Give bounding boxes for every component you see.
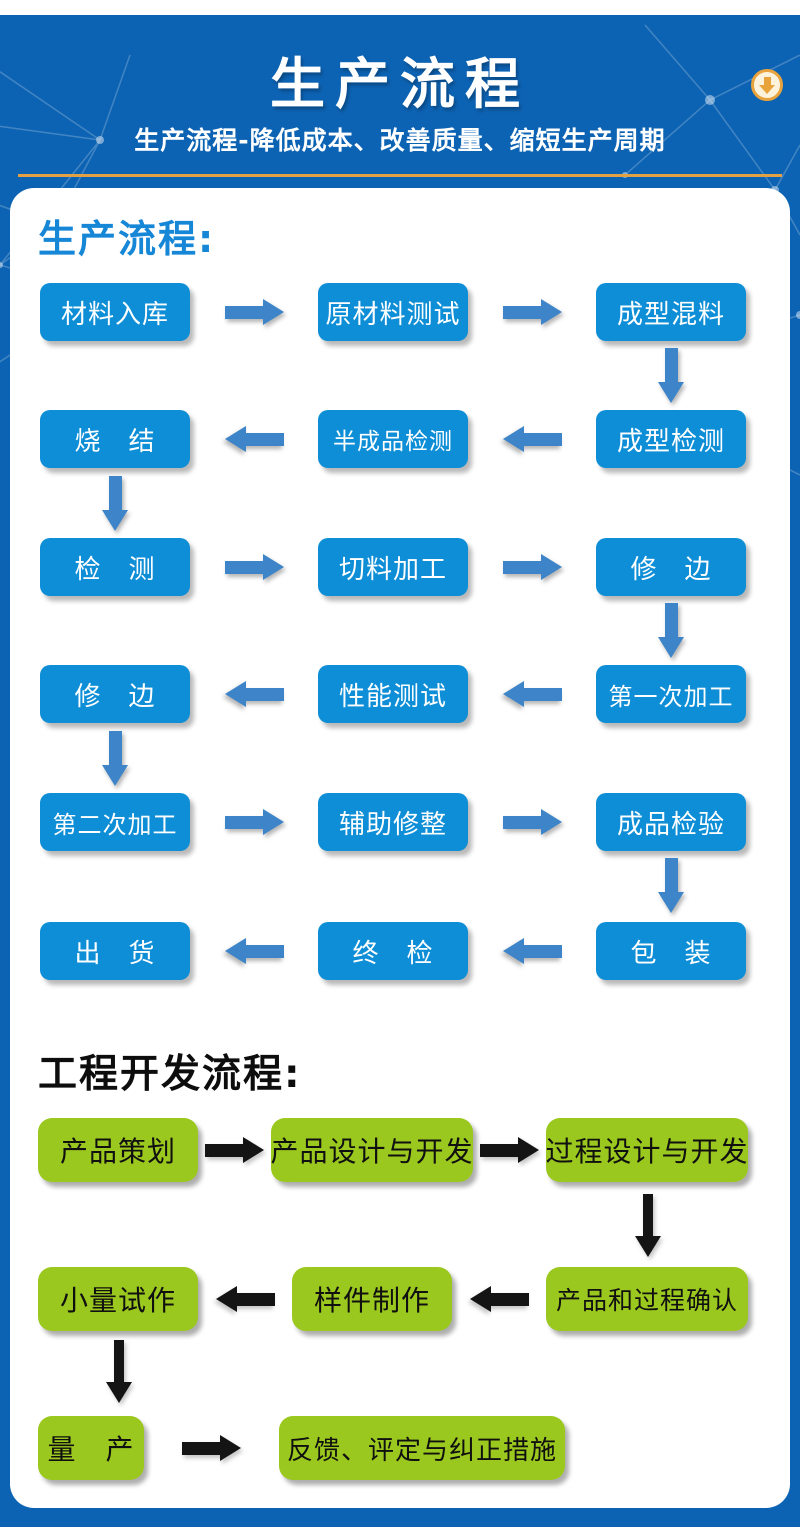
- production-row-4: 修 边 性能测试 第一次加工: [40, 665, 746, 723]
- scroll-down-button[interactable]: [751, 69, 783, 101]
- arrow-right-icon: [502, 299, 562, 325]
- arrow-right-icon: [502, 554, 562, 580]
- flow-step-mix: 成型混料: [596, 283, 746, 341]
- page-subtitle: 生产流程-降低成本、改善质量、缩短生产周期: [134, 126, 666, 155]
- engineering-row-1: 产品策划 产品设计与开发 过程设计与开发: [38, 1118, 748, 1182]
- eng-step-product-design: 产品设计与开发: [271, 1118, 473, 1182]
- production-row-2: 烧 结 半成品检测 成型检测: [40, 410, 746, 468]
- down-arrow-icon: [759, 76, 775, 94]
- production-row-1: 材料入库 原材料测试 成型混料: [40, 283, 746, 341]
- arrow-left-icon: [224, 681, 284, 707]
- flow-step-inspect: 检 测: [40, 538, 190, 596]
- arrow-right-icon: [224, 809, 284, 835]
- arrow-left-icon: [502, 681, 562, 707]
- flow-step-aux-trim: 辅助修整: [318, 793, 468, 851]
- eng-step-product-plan: 产品策划: [38, 1118, 198, 1182]
- flow-step-raw-test: 原材料测试: [318, 283, 468, 341]
- production-flow-heading: 生产流程:: [38, 217, 216, 261]
- eng-step-small-batch: 小量试作: [38, 1267, 198, 1331]
- flow-step-second-machining: 第二次加工: [40, 793, 190, 851]
- eng-step-sample-make: 样件制作: [292, 1267, 452, 1331]
- content-card: 生产流程: 材料入库 原材料测试 成型混料 烧 结 半成品检测 成型检测 检 测…: [10, 188, 790, 1508]
- gold-divider: [18, 174, 782, 177]
- arrow-right-icon: [224, 554, 284, 580]
- flow-step-semi-check: 半成品检测: [318, 410, 468, 468]
- arrow-left-icon: [215, 1286, 275, 1312]
- eng-step-process-design: 过程设计与开发: [546, 1118, 748, 1182]
- production-row-3: 检 测 切料加工 修 边: [40, 538, 746, 596]
- arrow-left-icon: [224, 426, 284, 452]
- flow-step-final-check: 终 检: [318, 922, 468, 980]
- arrow-down-icon: [658, 603, 684, 658]
- arrow-right-icon: [224, 299, 284, 325]
- flow-step-trim-1: 修 边: [596, 538, 746, 596]
- arrow-down-icon: [658, 348, 684, 403]
- arrow-left-icon: [502, 938, 562, 964]
- flow-step-first-machining: 第一次加工: [596, 665, 746, 723]
- production-row-6: 出 货 终 检 包 装: [40, 922, 746, 980]
- eng-step-confirm: 产品和过程确认: [546, 1267, 748, 1331]
- arrow-down-icon: [102, 476, 128, 531]
- arrow-down-icon: [106, 1340, 132, 1403]
- hero-banner: 生产流程 生产流程-降低成本、改善质量、缩短生产周期: [0, 15, 800, 535]
- eng-step-feedback: 反馈、评定与纠正措施: [279, 1416, 565, 1480]
- flow-step-cutting: 切料加工: [318, 538, 468, 596]
- arrow-right-icon: [205, 1137, 264, 1163]
- arrow-left-icon: [469, 1286, 529, 1312]
- engineering-flow-heading: 工程开发流程:: [38, 1052, 302, 1097]
- arrow-right-icon: [502, 809, 562, 835]
- flow-step-perf-test: 性能测试: [318, 665, 468, 723]
- arrow-left-icon: [502, 426, 562, 452]
- flow-step-mold-check: 成型检测: [596, 410, 746, 468]
- arrow-down-icon: [102, 731, 128, 786]
- eng-step-mass-production: 量 产: [38, 1416, 144, 1480]
- arrow-down-icon: [658, 858, 684, 913]
- flow-step-packaging: 包 装: [596, 922, 746, 980]
- arrow-right-icon: [182, 1435, 241, 1461]
- arrow-right-icon: [480, 1137, 539, 1163]
- page-title: 生产流程: [269, 52, 530, 116]
- flow-step-sinter: 烧 结: [40, 410, 190, 468]
- flow-step-final-inspect: 成品检验: [596, 793, 746, 851]
- top-strip: [0, 0, 800, 15]
- production-row-5: 第二次加工 辅助修整 成品检验: [40, 793, 746, 851]
- engineering-row-2: 小量试作 样件制作 产品和过程确认: [38, 1267, 748, 1331]
- engineering-row-3: 量 产 反馈、评定与纠正措施: [38, 1416, 748, 1480]
- flow-step-trim-2: 修 边: [40, 665, 190, 723]
- arrow-left-icon: [224, 938, 284, 964]
- flow-step-ship: 出 货: [40, 922, 190, 980]
- arrow-down-icon: [635, 1194, 661, 1257]
- flow-step-material-in: 材料入库: [40, 283, 190, 341]
